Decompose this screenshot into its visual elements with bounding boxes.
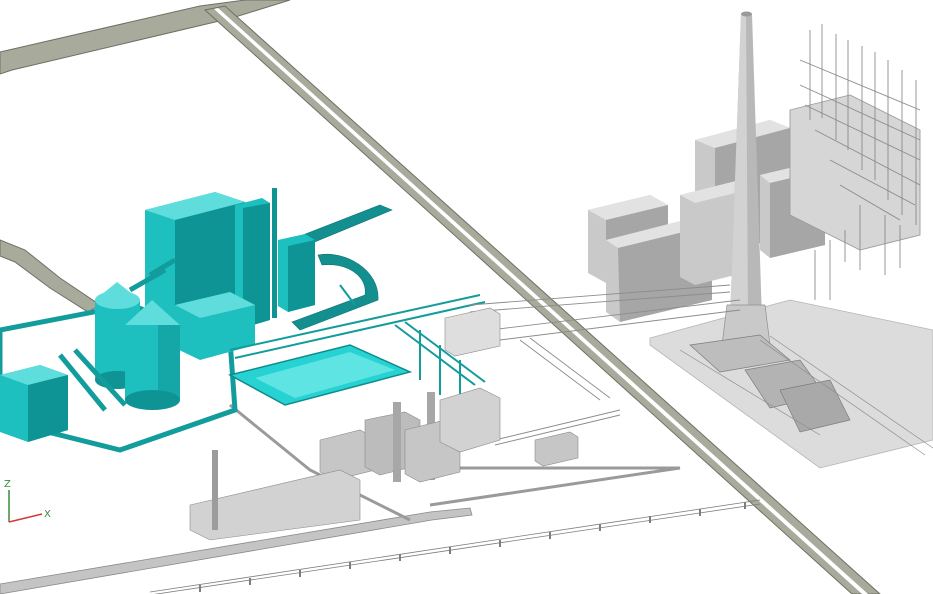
new-unit-silos bbox=[95, 282, 180, 410]
existing-equipment-rows bbox=[679, 334, 933, 456]
existing-chimney bbox=[721, 11, 771, 346]
new-unit-conveyors bbox=[229, 284, 486, 398]
ucs-z-label: Z bbox=[4, 479, 11, 490]
new-unit-left-building bbox=[0, 365, 68, 442]
utility-line bbox=[149, 499, 761, 594]
new-unit-ducts bbox=[58, 257, 177, 412]
pipe-bridge bbox=[469, 284, 741, 446]
new-unit[interactable] bbox=[0, 188, 486, 453]
road-main-centerline bbox=[214, 8, 868, 594]
site-roads bbox=[0, 0, 881, 594]
center-gray-units bbox=[189, 307, 579, 541]
road-bottom bbox=[0, 507, 473, 594]
ucs-x-axis bbox=[8, 513, 43, 523]
new-unit-coal-yard bbox=[227, 344, 413, 406]
ucs-icon: Z X bbox=[0, 476, 60, 526]
new-unit-annex bbox=[175, 292, 255, 360]
site-boundary bbox=[229, 403, 681, 522]
existing-plant[interactable] bbox=[588, 11, 933, 469]
ucs-x-label: X bbox=[44, 509, 51, 520]
existing-switchyard bbox=[789, 24, 921, 300]
road-left-curve bbox=[0, 239, 101, 313]
